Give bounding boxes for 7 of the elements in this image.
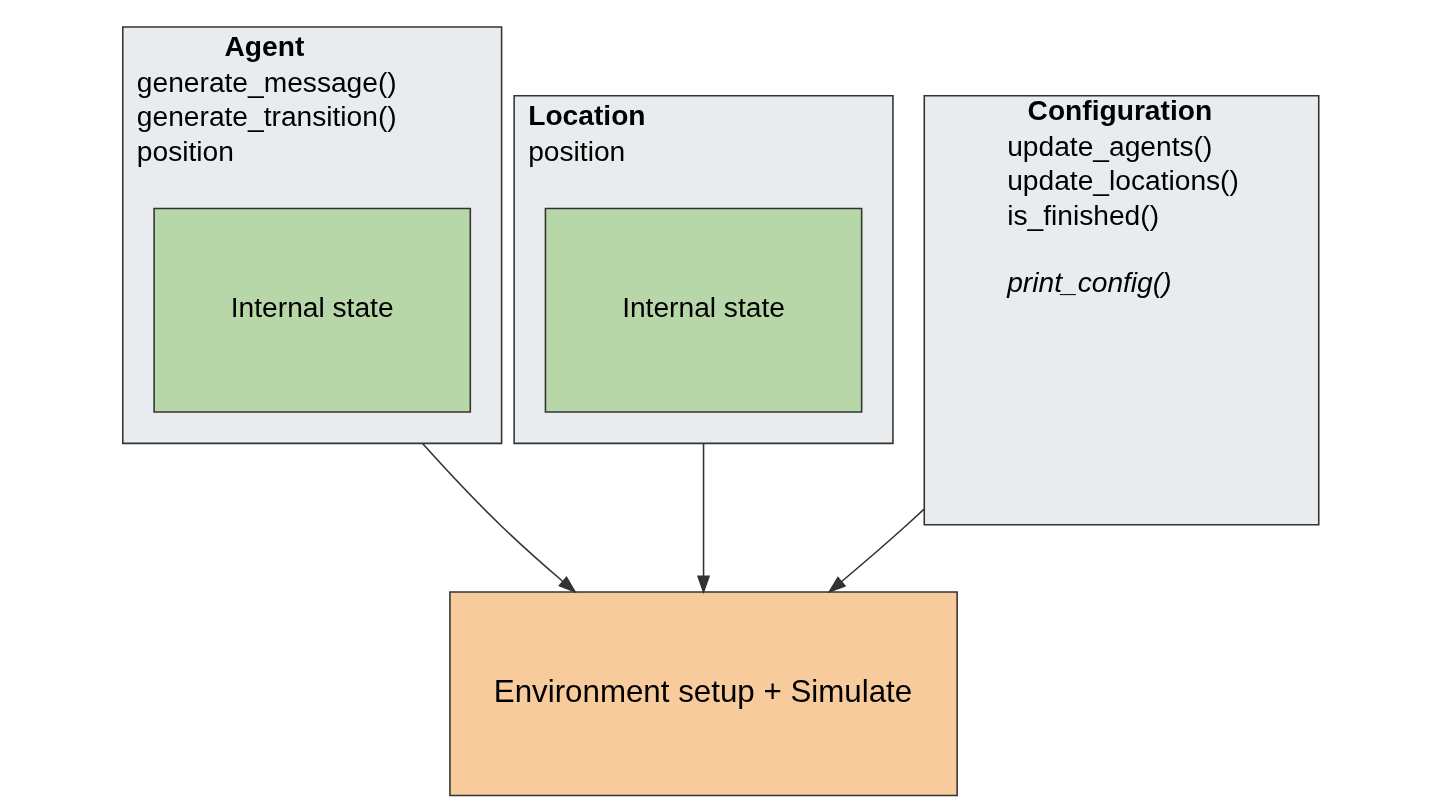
- arrow: [827, 508, 925, 594]
- node-box: Configuration update_agents() update_locations() is_finished() print_config(): [923, 95, 1320, 526]
- arrow: [696, 442, 711, 595]
- arrow: [421, 442, 577, 594]
- node-box: Internal state: [544, 207, 863, 413]
- node-box: Internal state: [153, 207, 472, 413]
- node-box: Environment setup + Simulate: [449, 591, 958, 797]
